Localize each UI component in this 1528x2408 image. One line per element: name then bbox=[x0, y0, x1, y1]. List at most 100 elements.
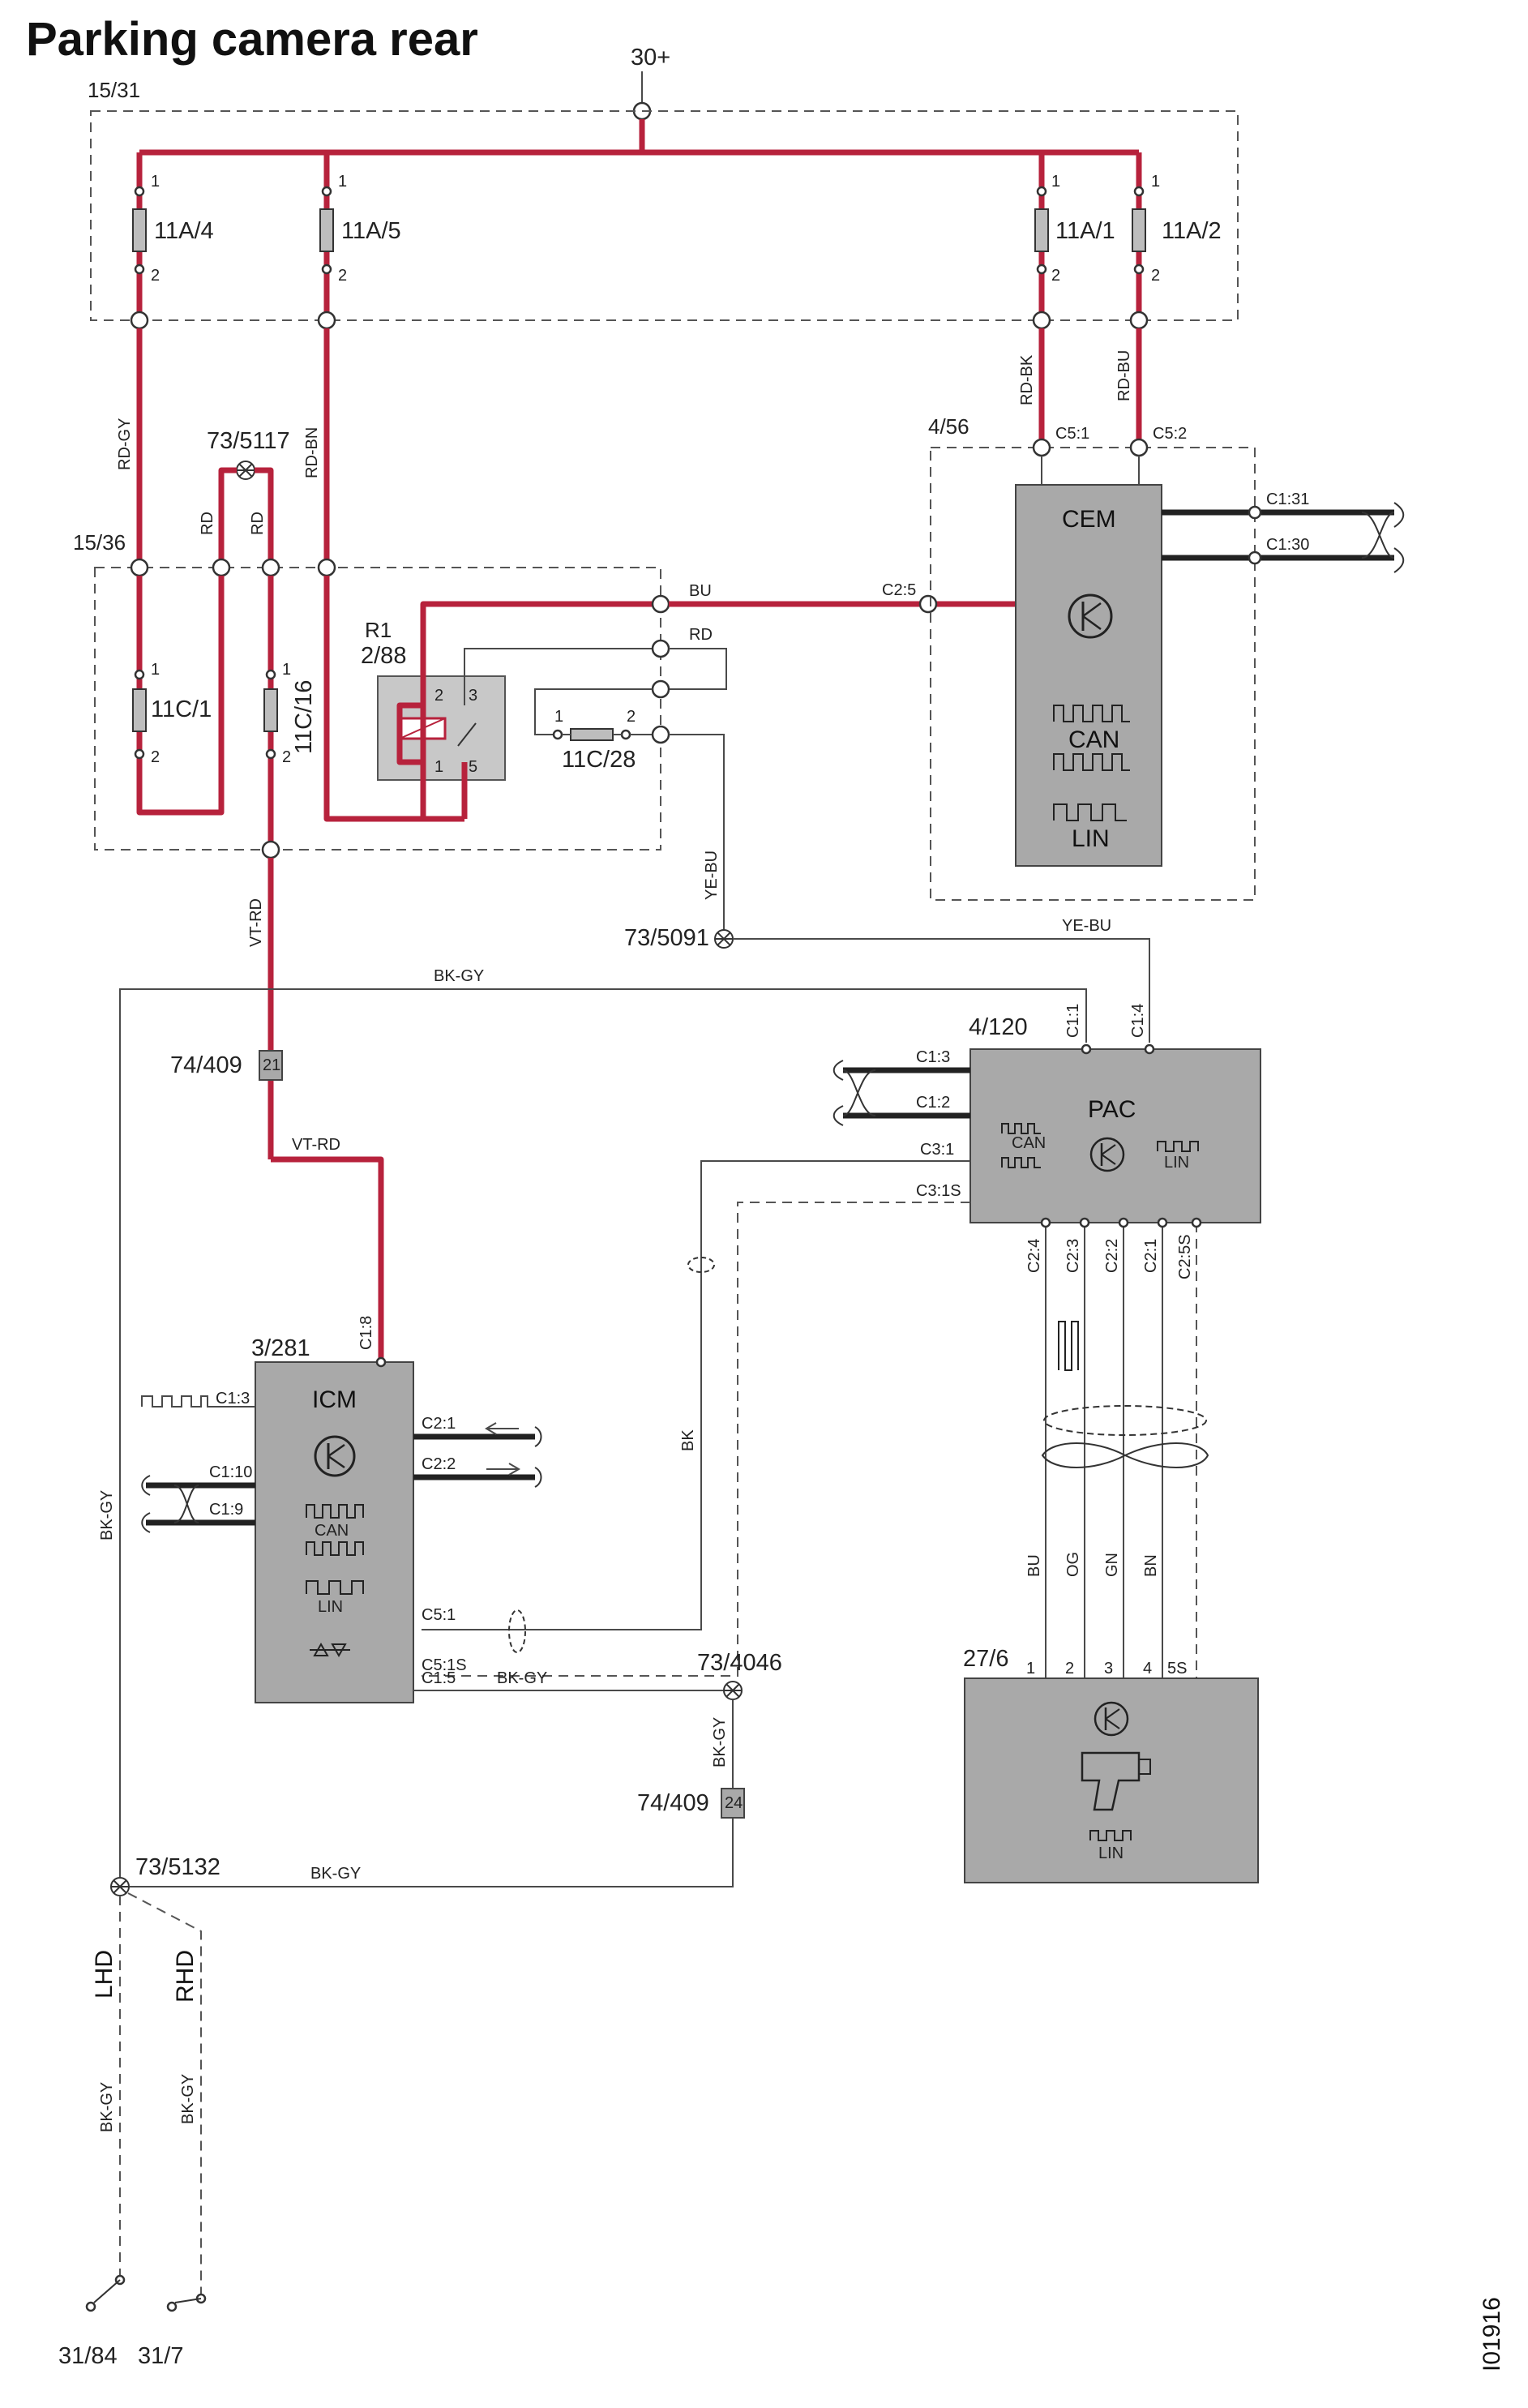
svg-text:LIN: LIN bbox=[318, 1598, 343, 1616]
svg-text:PAC: PAC bbox=[1088, 1096, 1136, 1123]
ground-label: 31/7 bbox=[138, 2343, 183, 2369]
connector-74-409-24: 24 bbox=[721, 1788, 745, 1819]
svg-text:1: 1 bbox=[1051, 173, 1060, 191]
svg-text:C2:4: C2:4 bbox=[1025, 1239, 1043, 1273]
fuse-11c-1: 1 2 11C/1 bbox=[132, 576, 225, 816]
svg-text:ICM: ICM bbox=[312, 1386, 357, 1413]
splice-73-4046 bbox=[723, 1681, 743, 1700]
wire-color-label: RD-GY bbox=[116, 418, 134, 470]
svg-text:RD: RD bbox=[249, 512, 267, 535]
svg-text:CEM: CEM bbox=[1062, 506, 1116, 533]
splice-label: 73/5091 bbox=[624, 925, 709, 951]
wire-color-label: RD-BU bbox=[1115, 350, 1133, 401]
svg-text:C1:1: C1:1 bbox=[1064, 1004, 1082, 1038]
cem-box bbox=[930, 447, 1256, 901]
svg-text:BK-GY: BK-GY bbox=[434, 967, 484, 985]
svg-text:BN: BN bbox=[1142, 1554, 1160, 1577]
svg-text:C2:5S: C2:5S bbox=[1176, 1234, 1194, 1279]
svg-text:LIN: LIN bbox=[1098, 1845, 1124, 1862]
fuse-box-top-label: 15/31 bbox=[88, 78, 140, 102]
svg-text:C1:8: C1:8 bbox=[357, 1316, 375, 1350]
lhd-label: LHD bbox=[91, 1950, 118, 1999]
svg-text:3: 3 bbox=[1104, 1660, 1113, 1677]
splice-73-5117 bbox=[236, 461, 255, 480]
fuse-label: 11C/1 bbox=[151, 696, 212, 722]
svg-text:C1:3: C1:3 bbox=[216, 1390, 250, 1408]
rhd-label: RHD bbox=[172, 1950, 199, 2003]
fuse-label: 11A/5 bbox=[341, 218, 401, 244]
svg-text:C1:31: C1:31 bbox=[1266, 491, 1309, 508]
relay-ref: R1 bbox=[365, 618, 392, 642]
svg-text:BU: BU bbox=[689, 582, 712, 600]
svg-text:CAN: CAN bbox=[1068, 726, 1119, 753]
pac-id: 4/120 bbox=[969, 1014, 1028, 1040]
svg-text:C2:2: C2:2 bbox=[422, 1455, 456, 1473]
svg-text:24: 24 bbox=[725, 1794, 743, 1812]
wire-shield-c3-1s bbox=[422, 1202, 970, 1677]
wire-bk bbox=[422, 1160, 970, 1630]
svg-text:VT-RD: VT-RD bbox=[247, 898, 265, 947]
pac-module: PAC CAN LIN bbox=[969, 1048, 1261, 1223]
svg-text:YE-BU: YE-BU bbox=[703, 851, 721, 900]
svg-text:C3:1: C3:1 bbox=[920, 1141, 954, 1159]
shield-icon bbox=[508, 1609, 526, 1653]
svg-text:2: 2 bbox=[627, 708, 636, 726]
document-id: I01916 bbox=[1479, 2297, 1505, 2372]
svg-text:2: 2 bbox=[1051, 267, 1060, 285]
svg-text:1: 1 bbox=[338, 173, 347, 191]
fuse-11a-5: 1 2 11A/5 bbox=[317, 152, 401, 330]
svg-text:CAN: CAN bbox=[315, 1522, 349, 1540]
page-title: Parking camera rear bbox=[26, 13, 478, 66]
fuse-11c-16: 1 2 11C/16 bbox=[261, 576, 317, 859]
fuse-label: 11C/28 bbox=[562, 747, 636, 773]
svg-text:2: 2 bbox=[1151, 267, 1160, 285]
camera-module: LIN bbox=[964, 1677, 1259, 1883]
ground-switch-31-84 bbox=[85, 2274, 126, 2312]
wire-bk-gy-top bbox=[119, 988, 1087, 1887]
wire-ye-bu bbox=[669, 734, 725, 931]
wire-ye-bu-pac bbox=[733, 938, 1150, 1043]
svg-text:4: 4 bbox=[1143, 1660, 1152, 1677]
fuse-label: 11A/4 bbox=[154, 218, 214, 244]
svg-text:21: 21 bbox=[263, 1056, 280, 1074]
svg-text:C1:9: C1:9 bbox=[209, 1501, 243, 1519]
svg-text:1: 1 bbox=[1151, 173, 1160, 191]
svg-text:C1:3: C1:3 bbox=[916, 1048, 950, 1066]
svg-text:1: 1 bbox=[282, 661, 291, 679]
svg-text:C1:30: C1:30 bbox=[1266, 536, 1309, 554]
svg-text:2: 2 bbox=[1065, 1660, 1074, 1677]
svg-text:VT-RD: VT-RD bbox=[292, 1136, 340, 1154]
icm-id: 3/281 bbox=[251, 1335, 310, 1361]
svg-text:1: 1 bbox=[554, 708, 563, 726]
arrow-left-icon bbox=[485, 1422, 497, 1435]
svg-text:RD: RD bbox=[689, 626, 713, 644]
svg-text:2: 2 bbox=[434, 687, 443, 705]
relay-label: 2/88 bbox=[361, 643, 406, 669]
twisted-pair-icon bbox=[1041, 1442, 1209, 1468]
wire-vt-rd-icm bbox=[271, 1156, 384, 1362]
icm-module: ICM CAN LIN bbox=[255, 1361, 414, 1703]
shield-icon bbox=[1043, 1405, 1207, 1436]
signal-c1-3 bbox=[141, 1395, 255, 1408]
wire-relay-pin3 bbox=[464, 648, 661, 705]
svg-text:C1:5: C1:5 bbox=[422, 1669, 456, 1687]
svg-text:LIN: LIN bbox=[1072, 825, 1110, 852]
svg-text:2: 2 bbox=[282, 748, 291, 766]
svg-text:BK: BK bbox=[679, 1429, 697, 1451]
svg-text:C1:10: C1:10 bbox=[209, 1463, 252, 1481]
svg-text:2: 2 bbox=[151, 748, 160, 766]
svg-text:C5:1: C5:1 bbox=[422, 1606, 456, 1624]
splice-73-5091 bbox=[714, 929, 734, 949]
svg-text:2: 2 bbox=[151, 267, 160, 285]
wire-relay-feed bbox=[323, 576, 464, 822]
svg-text:C1:4: C1:4 bbox=[1129, 1004, 1147, 1038]
svg-text:C5:2: C5:2 bbox=[1153, 425, 1187, 443]
svg-text:BK-GY: BK-GY bbox=[98, 1490, 116, 1540]
svg-text:BK-GY: BK-GY bbox=[98, 2082, 116, 2132]
wire-color-label: RD-BN bbox=[303, 427, 321, 478]
svg-text:C5:1: C5:1 bbox=[1055, 425, 1089, 443]
svg-text:LIN: LIN bbox=[1164, 1154, 1189, 1172]
ground-rhd bbox=[127, 1892, 202, 2294]
svg-text:C1:2: C1:2 bbox=[916, 1094, 950, 1112]
